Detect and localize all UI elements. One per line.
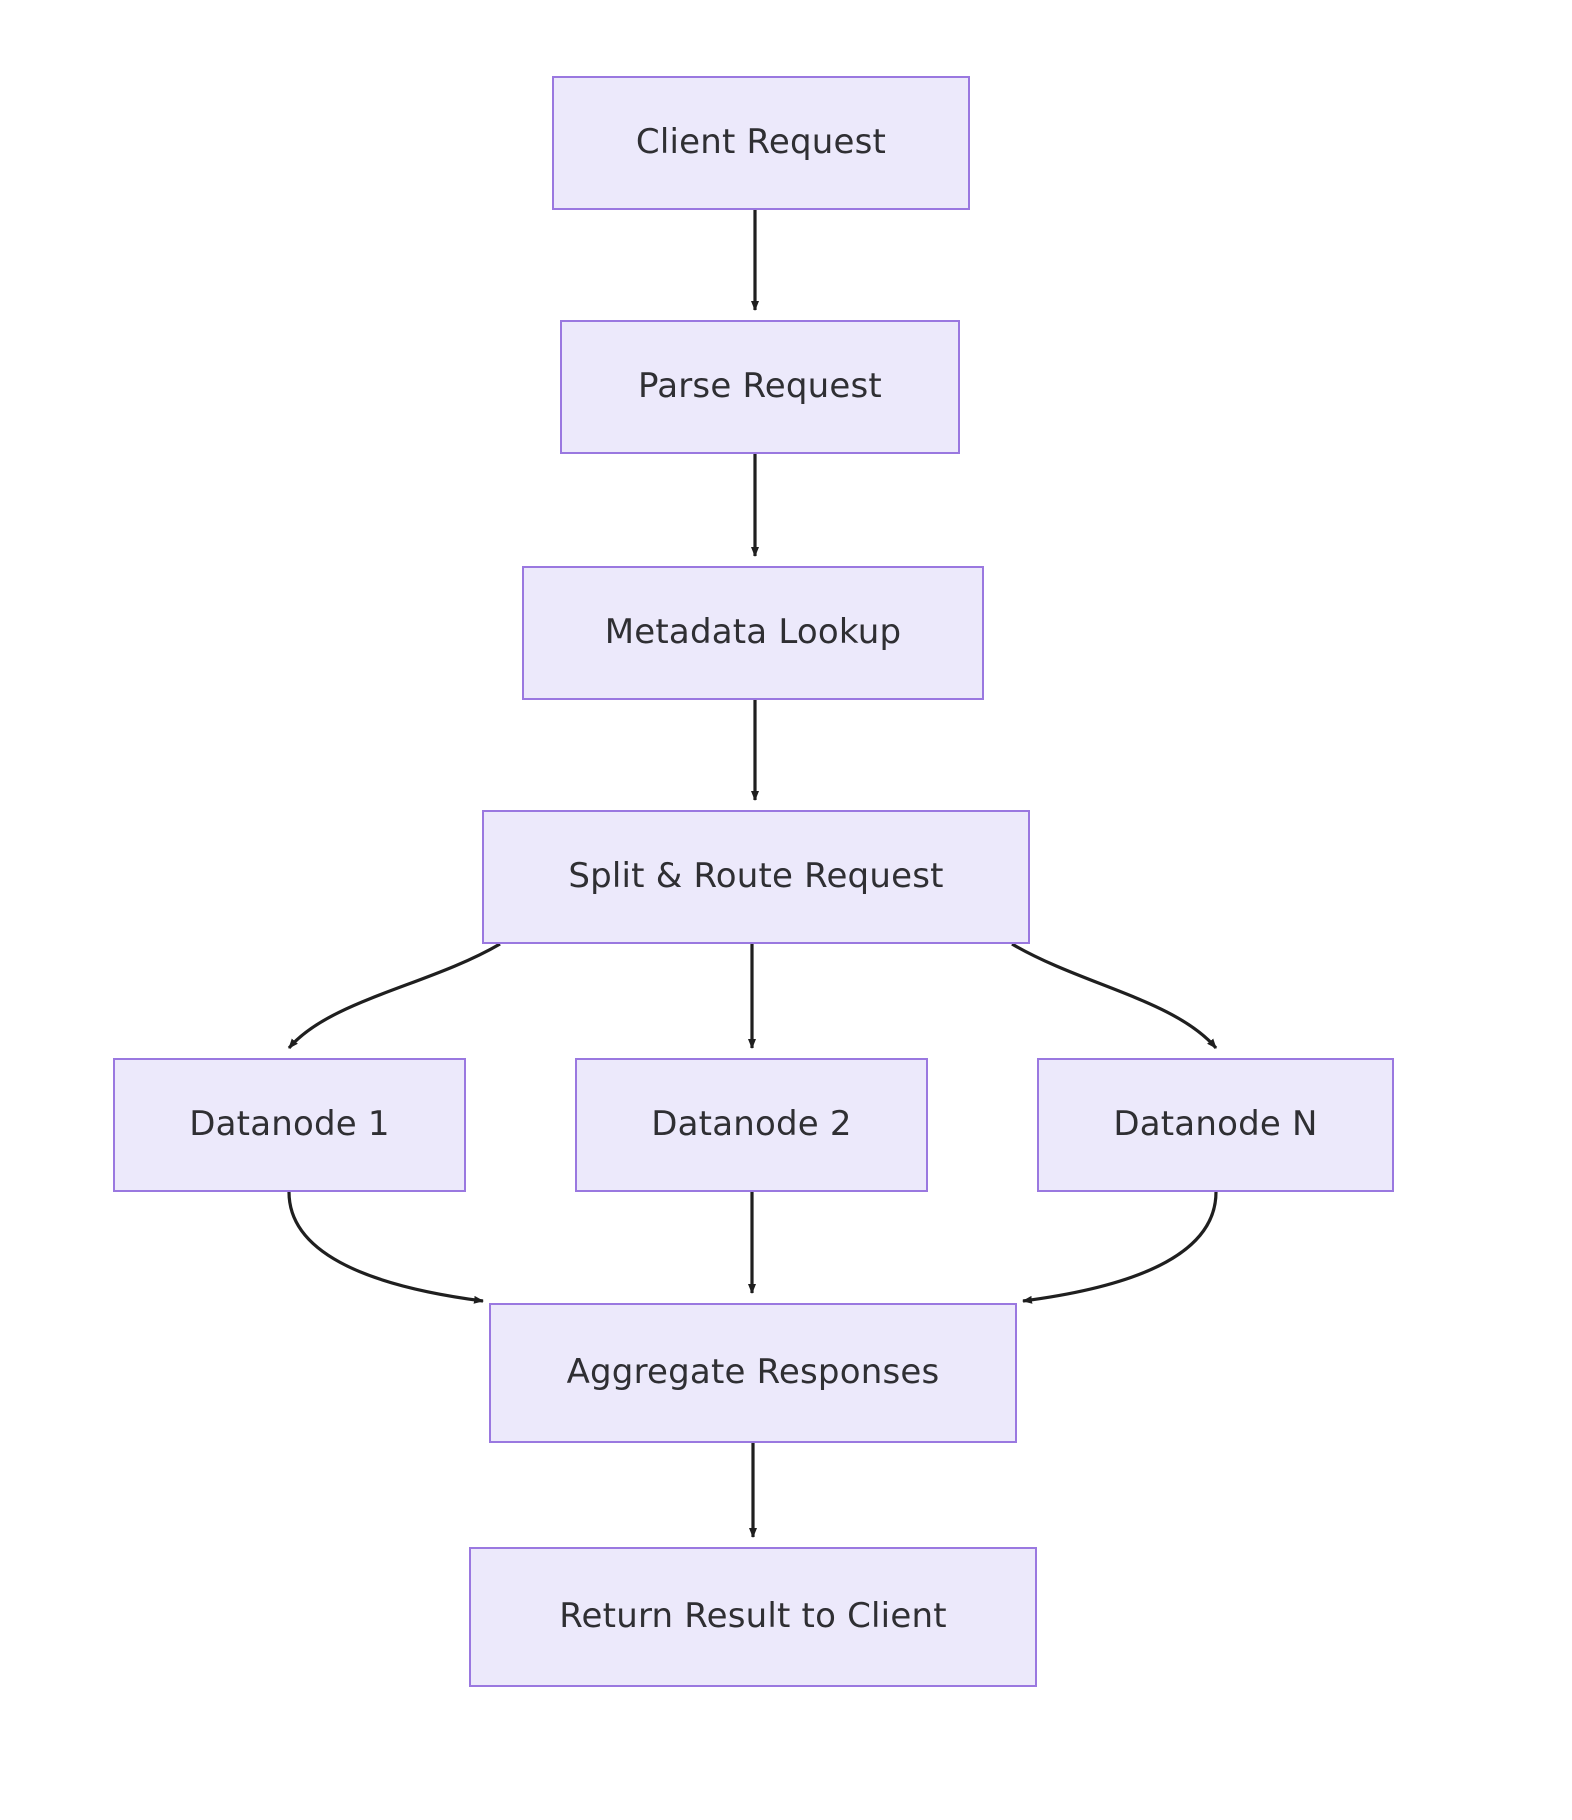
node-client-request-label: Client Request bbox=[635, 122, 887, 163]
node-datanode-2[interactable]: Datanode 2 bbox=[575, 1058, 928, 1192]
edge-datanode-1-to-aggregate bbox=[287, 1191, 484, 1304]
node-split-route-request[interactable]: Split & Route Request bbox=[482, 810, 1030, 944]
edge-split-route-to-datanode-n bbox=[1011, 942, 1218, 1050]
node-metadata-lookup-label: Metadata Lookup bbox=[604, 612, 902, 653]
node-client-request[interactable]: Client Request bbox=[552, 76, 970, 210]
node-datanode-1[interactable]: Datanode 1 bbox=[113, 1058, 466, 1192]
node-metadata-lookup[interactable]: Metadata Lookup bbox=[522, 566, 984, 700]
edge-datanode-n-to-aggregate bbox=[1022, 1191, 1218, 1304]
node-datanode-n[interactable]: Datanode N bbox=[1037, 1058, 1394, 1192]
node-split-route-request-label: Split & Route Request bbox=[568, 856, 944, 897]
node-aggregate-responses[interactable]: Aggregate Responses bbox=[489, 1303, 1017, 1443]
edge-split-route-to-datanode-1 bbox=[287, 942, 501, 1050]
node-return-result-to-client[interactable]: Return Result to Client bbox=[469, 1547, 1037, 1687]
node-parse-request-label: Parse Request bbox=[638, 366, 882, 407]
node-return-result-to-client-label: Return Result to Client bbox=[559, 1596, 947, 1637]
node-aggregate-responses-label: Aggregate Responses bbox=[566, 1352, 940, 1393]
node-datanode-2-label: Datanode 2 bbox=[651, 1104, 852, 1145]
node-datanode-n-label: Datanode N bbox=[1113, 1104, 1318, 1145]
node-datanode-1-label: Datanode 1 bbox=[189, 1104, 390, 1145]
node-parse-request[interactable]: Parse Request bbox=[560, 320, 960, 454]
